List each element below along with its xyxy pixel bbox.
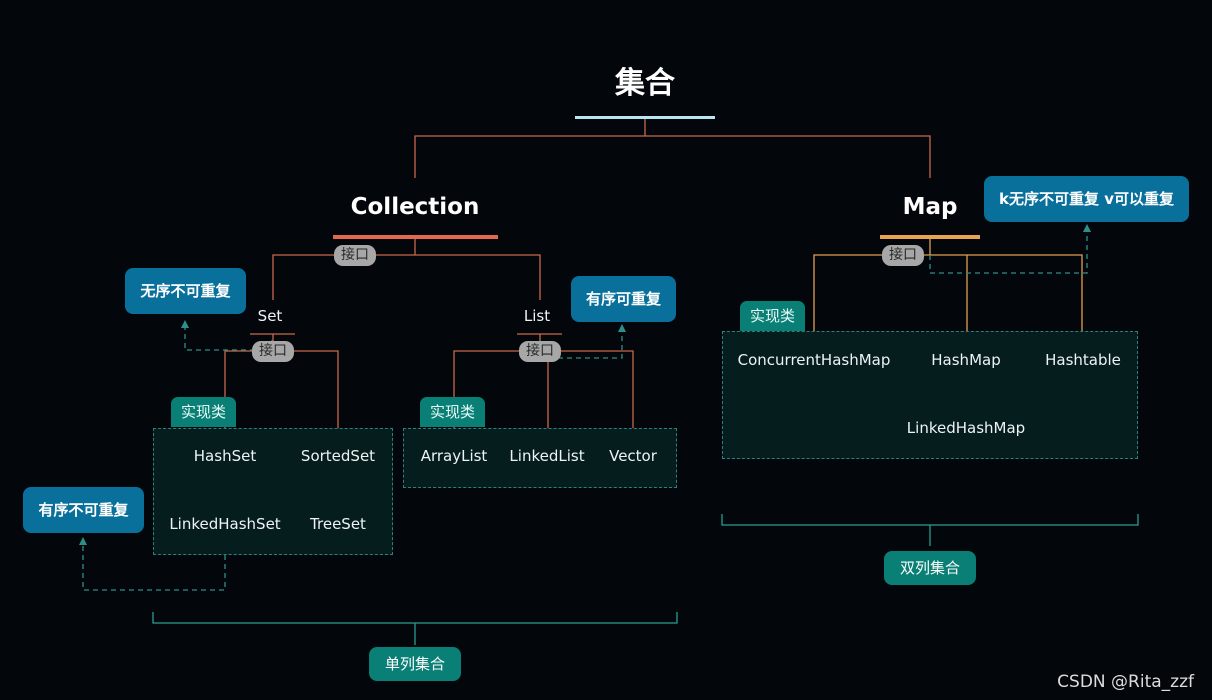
double-column-group: 双列集合 <box>884 551 976 585</box>
hashtable-label: Hashtable <box>1045 351 1121 369</box>
note-list-ordered: 有序可重复 <box>571 276 676 322</box>
single-column-group: 单列集合 <box>369 647 461 681</box>
set-label: Set <box>257 307 283 325</box>
map-underline <box>880 235 980 239</box>
list-impl-tag: 实现类 <box>420 397 486 427</box>
note-set-unordered: 无序不可重复 <box>125 268 246 314</box>
note-map-kv: k无序不可重复 v可以重复 <box>984 176 1189 222</box>
hashmap-label: HashMap <box>931 351 1001 369</box>
map-impl-tag: 实现类 <box>740 301 806 331</box>
watermark: CSDN @Rita_zzf <box>1057 672 1194 692</box>
list-label: List <box>523 307 551 325</box>
collection-underline <box>333 235 498 239</box>
collection-interface-pill: 接口 <box>334 245 376 266</box>
arraylist-label: ArrayList <box>420 447 488 465</box>
list-impl-box <box>403 428 677 488</box>
set-impl-box <box>153 428 393 555</box>
hashset-label: HashSet <box>193 447 257 465</box>
root-underline <box>575 116 715 119</box>
set-interface-pill: 接口 <box>252 341 294 362</box>
map-impl-box <box>722 331 1138 459</box>
set-impl-tag: 实现类 <box>171 397 237 427</box>
linkedlist-label: LinkedList <box>509 447 585 465</box>
map-interface-pill: 接口 <box>882 245 924 266</box>
map-label: Map <box>902 194 958 220</box>
note-linkedhashset-ordered: 有序不可重复 <box>23 487 144 533</box>
linkedhashmap-label: LinkedHashMap <box>906 419 1026 437</box>
treeset-label: TreeSet <box>310 515 366 533</box>
concurrenthashmap-label: ConcurrentHashMap <box>737 351 891 369</box>
linkedhashset-label: LinkedHashSet <box>169 515 281 533</box>
vector-label: Vector <box>609 447 657 465</box>
list-interface-pill: 接口 <box>519 341 561 362</box>
root-title: 集合 <box>615 66 675 101</box>
sortedset-label: SortedSet <box>300 447 376 465</box>
collection-label: Collection <box>350 194 480 220</box>
